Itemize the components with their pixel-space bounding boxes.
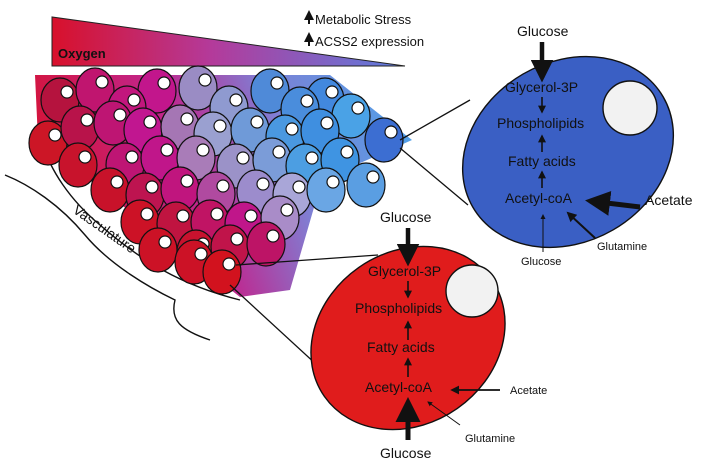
tissue-cell bbox=[364, 117, 404, 163]
vasculature-vessel-wall-outer bbox=[4, 174, 211, 341]
tissue-cell bbox=[246, 221, 286, 267]
normoxic-acetyl-coa-label: Acetyl-coA bbox=[365, 379, 433, 395]
tissue-cell bbox=[346, 162, 386, 208]
hypoxic-cell-nucleus bbox=[602, 80, 658, 136]
tissue-cell bbox=[138, 227, 178, 273]
tissue-cell bbox=[90, 167, 130, 213]
normoxic-glucose-top-label: Glucose bbox=[380, 209, 432, 225]
hypoxic-fatty-acids-label: Fatty acids bbox=[508, 153, 576, 169]
normoxic-phospholipids-label: Phospholipids bbox=[355, 300, 442, 316]
zoom-line-normoxic-top bbox=[235, 254, 379, 266]
tissue-cells bbox=[28, 65, 404, 295]
normoxic-glucose-bottom-label: Glucose bbox=[380, 445, 432, 461]
normoxic-glutamine-arrow bbox=[427, 401, 461, 426]
hypoxic-glucose-top-label: Glucose bbox=[517, 23, 569, 39]
hypoxic-acetate-arrow bbox=[585, 190, 641, 216]
hypoxic-cell-zoom: Glucose Glycerol-3P Phospholipids Fatty … bbox=[461, 23, 693, 268]
normoxic-cell-zoom: Glucose Glycerol-3P Phospholipids Fatty … bbox=[310, 209, 547, 461]
hypoxic-glycerol-label: Glycerol-3P bbox=[505, 79, 578, 95]
oxygen-label: Oxygen bbox=[58, 46, 106, 61]
normoxic-glutamine-label: Glutamine bbox=[465, 433, 515, 445]
hypoxic-glutamine-label: Glutamine bbox=[597, 241, 647, 253]
normoxic-cell-nucleus bbox=[445, 264, 499, 318]
normoxic-acetate-label: Acetate bbox=[510, 385, 547, 397]
zoom-line-hypoxic-top bbox=[399, 99, 471, 141]
hypoxic-glucose-bottom-label: Glucose bbox=[521, 256, 561, 268]
tissue-cell bbox=[306, 167, 346, 213]
acss2-expression-label: ACSS2 expression bbox=[315, 34, 424, 49]
normoxic-fatty-acids-label: Fatty acids bbox=[367, 339, 435, 355]
vasculature-vessel-wall-inner bbox=[41, 141, 241, 301]
hypoxic-phospholipids-label: Phospholipids bbox=[497, 115, 584, 131]
oxygen-gradient-wedge bbox=[51, 16, 406, 67]
hypoxic-glutamine-arrow bbox=[566, 211, 596, 239]
metabolic-stress-label: Metabolic Stress bbox=[315, 12, 412, 27]
hypoxic-cell-body bbox=[461, 55, 675, 249]
normoxic-glycerol-label: Glycerol-3P bbox=[368, 263, 441, 279]
tissue-cell bbox=[58, 142, 98, 188]
tissue-cell bbox=[202, 249, 242, 295]
hypoxic-acetyl-coa-label: Acetyl-coA bbox=[505, 190, 573, 206]
hypoxic-acetate-label: Acetate bbox=[645, 192, 693, 208]
zoom-line-hypoxic-bottom bbox=[399, 147, 469, 206]
